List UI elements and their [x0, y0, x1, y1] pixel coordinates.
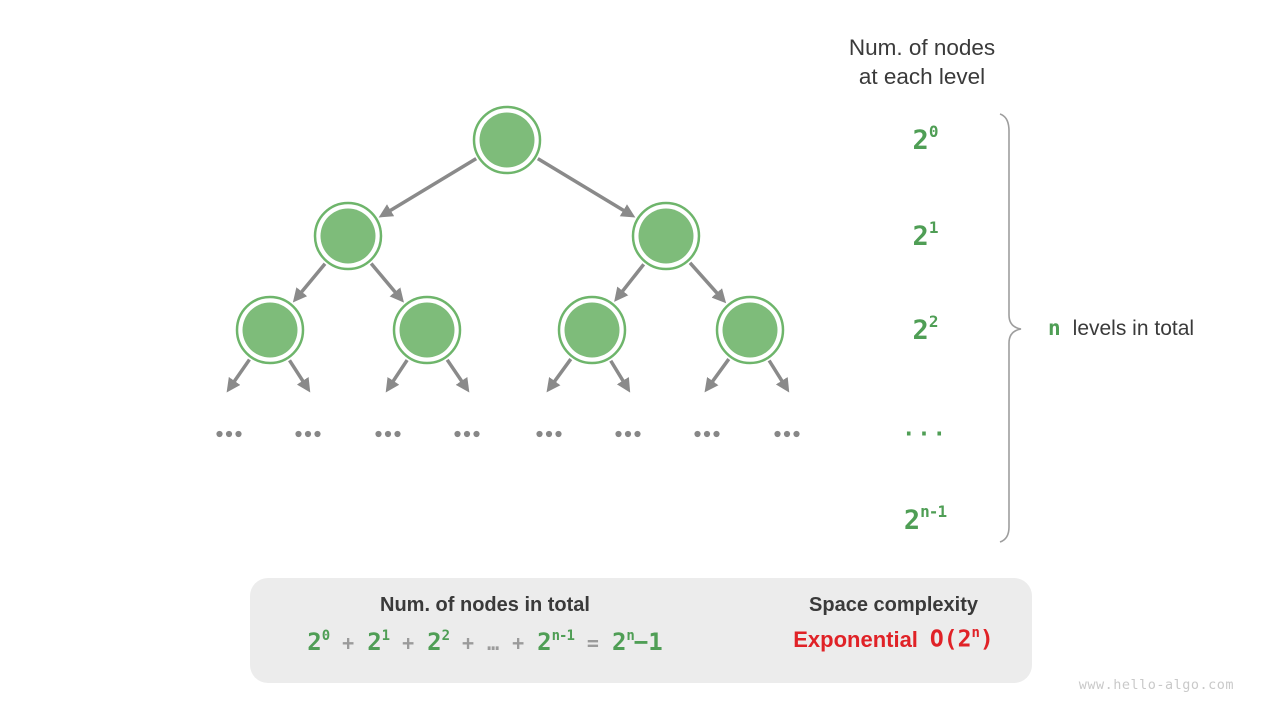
n-symbol: n: [1048, 316, 1061, 340]
summary-box: Num. of nodes in total 20 + 21 + 22 + … …: [250, 578, 1032, 683]
watermark: www.hello-algo.com: [1078, 677, 1234, 693]
ellipsis-dot: [235, 430, 242, 438]
tree-node-ring: [631, 201, 701, 271]
tree-node-ring: [313, 201, 383, 271]
ellipsis-dot: [216, 430, 223, 438]
header-line1: Num. of nodes: [848, 35, 996, 60]
formula-term: 21: [367, 628, 390, 656]
tree-dangling-edge: [704, 358, 731, 393]
ellipsis-operator: …: [487, 631, 500, 655]
ellipsis-dot: [375, 430, 382, 438]
tree-edge: [378, 157, 478, 218]
big-o-notation: O(2n): [929, 625, 994, 653]
ellipsis-dot: [624, 430, 632, 438]
level-count-ellipsis: ...: [902, 416, 948, 442]
tree-node: [242, 302, 298, 358]
tree-dangling-edge: [288, 359, 311, 393]
tree-edge: [688, 261, 727, 304]
ellipsis-dot: [384, 430, 392, 438]
tree-dangling-edge: [226, 358, 251, 393]
ellipsis-dot: [694, 430, 701, 438]
tree-dangling-edge: [609, 359, 631, 393]
total-nodes-title: Num. of nodes in total: [380, 594, 590, 616]
ellipsis-dot: [555, 430, 562, 438]
tree-edge: [536, 157, 636, 218]
brace: [999, 113, 1022, 543]
plus-operator: +: [462, 631, 475, 655]
tree-node: [479, 112, 535, 168]
ellipsis-dot: [394, 430, 401, 438]
tree-node-ring: [235, 295, 305, 365]
ellipsis-dot: [774, 430, 781, 438]
complexity-value: Exponential O(2n): [793, 625, 994, 653]
ellipsis-dot: [536, 430, 543, 438]
space-complexity-title: Space complexity: [809, 594, 978, 616]
level-count-2-1: 21: [912, 218, 939, 252]
ellipsis-dot: [615, 430, 622, 438]
tree-node-ring: [557, 295, 627, 365]
tree-node: [320, 208, 376, 264]
tree-node: [722, 302, 778, 358]
formula-term: 20: [307, 628, 330, 656]
ellipsis-dot: [713, 430, 720, 438]
ellipsis-dot: [634, 430, 641, 438]
tree-dangling-edge: [546, 358, 573, 393]
tree-edge: [369, 262, 404, 303]
ellipsis-dot: [783, 430, 791, 438]
ellipsis-dot: [314, 430, 321, 438]
plus-operator: +: [402, 631, 415, 655]
equals-operator: =: [586, 631, 599, 655]
ellipsis-dot: [463, 430, 471, 438]
ellipsis-dot: [793, 430, 800, 438]
tree-dangling-edge: [767, 359, 790, 393]
tree-edge: [614, 263, 646, 302]
header-line2: at each level: [858, 64, 986, 89]
plus-operator: +: [512, 631, 525, 655]
tree-node: [399, 302, 455, 358]
level-count-2-n-1: 2n-1: [903, 502, 947, 536]
tree-dangling-edge: [385, 359, 409, 393]
ellipsis-dot: [295, 430, 302, 438]
tree-node-ring: [715, 295, 785, 365]
formula-term: 22: [427, 628, 450, 656]
ellipsis-dot: [545, 430, 553, 438]
total-nodes-formula: 20 + 21 + 22 + … + 2n-1 = 2n−1: [250, 628, 720, 656]
column-header: Num. of nodes at each level: [792, 33, 1052, 91]
ellipsis-dot: [225, 430, 233, 438]
ellipsis-dot: [304, 430, 312, 438]
level-count-2-2: 22: [912, 312, 939, 346]
tree-node-ring: [472, 105, 542, 175]
ellipsis-dot: [473, 430, 480, 438]
plus-operator: +: [342, 631, 355, 655]
formula-result: 2n−1: [611, 628, 663, 656]
formula-term: 2n-1: [537, 628, 575, 656]
tree-node-ring: [392, 295, 462, 365]
tree-node: [564, 302, 620, 358]
tree-node: [638, 208, 694, 264]
tree-edge: [292, 262, 327, 303]
level-count-2-0: 20: [912, 122, 939, 156]
ellipsis-dot: [454, 430, 461, 438]
ellipsis-dot: [703, 430, 711, 438]
tree-dangling-edge: [445, 358, 470, 393]
